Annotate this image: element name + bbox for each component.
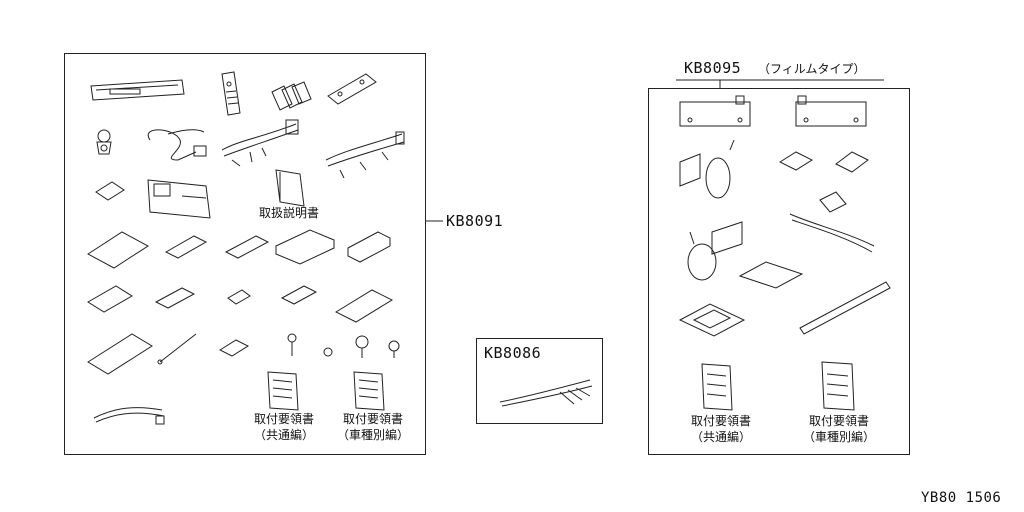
vehicle-doc-sub: （車種別編） — [336, 428, 409, 442]
install-guide-docs-icon — [268, 372, 384, 410]
kit-kb8095-note: （フィルムタイプ） — [758, 62, 866, 76]
head-unit-icon — [91, 80, 184, 100]
antenna-amplifier-icon — [780, 152, 874, 252]
kit-kb8086-ref: KB8086 — [484, 344, 542, 362]
film-bracket-icon — [680, 96, 866, 126]
kit-kb8091-frame — [64, 53, 426, 455]
owners-manual-icon — [276, 170, 304, 206]
kit-kb8091-ref: KB8091 — [446, 212, 504, 230]
vehicle-doc-title: 取付要領書 — [342, 412, 403, 426]
remote-control-icon — [222, 72, 240, 115]
power-harness-icon — [326, 132, 404, 178]
camera-cable-icon — [148, 130, 206, 160]
av-cable-icon — [500, 380, 592, 406]
common-doc-title: 取付要領書 — [253, 412, 314, 426]
film-install-docs-icon — [702, 362, 854, 410]
film-antenna-icon — [680, 140, 742, 280]
film-vehicle-doc-sub: （車種別編） — [802, 430, 875, 444]
mounting-bracket-icon — [328, 74, 376, 104]
panel-parts-icon — [88, 230, 392, 374]
cushion-pad-icon — [96, 182, 124, 200]
extension-cable-icon — [94, 408, 164, 424]
film-common-doc-sub: （共通編） — [690, 430, 751, 444]
cable-tie-icon — [158, 334, 196, 364]
manual-label: 取扱説明書 — [259, 206, 320, 220]
common-doc-sub: （共通編） — [253, 428, 314, 442]
wire-harness-icon — [222, 120, 298, 166]
kit-kb8095-frame — [648, 88, 910, 455]
film-strip-icon — [800, 282, 890, 334]
diagram-code: YB80 1506 — [921, 490, 1002, 506]
screws-icon — [288, 334, 399, 358]
camera-icon — [97, 130, 111, 154]
instruction-sheet-icon — [148, 180, 210, 218]
cleaning-cloth-icon — [680, 262, 802, 336]
film-common-doc-title: 取付要領書 — [690, 414, 751, 428]
kit-kb8086-frame — [476, 338, 603, 424]
kit-kb8095-ref: KB8095 — [684, 59, 742, 77]
film-vehicle-doc-title: 取付要領書 — [808, 414, 869, 428]
batteries-icon — [272, 82, 311, 110]
